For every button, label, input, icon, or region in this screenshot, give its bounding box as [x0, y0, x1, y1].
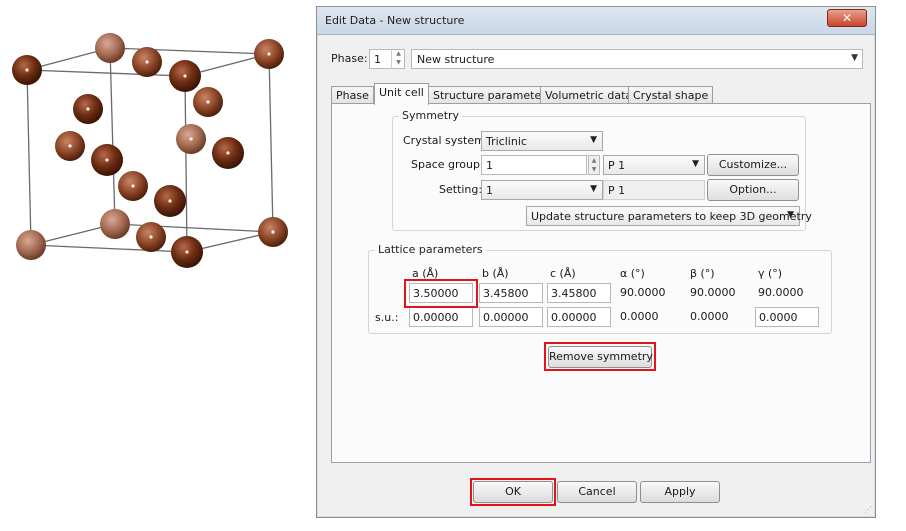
- tab-volumetric-data[interactable]: Volumetric data: [540, 86, 638, 104]
- chevron-down-icon: ▼: [590, 135, 597, 145]
- spin-up-icon[interactable]: ▲: [396, 50, 401, 57]
- tab-unit-cell[interactable]: Unit cell: [374, 83, 429, 105]
- cancel-button[interactable]: Cancel: [557, 481, 637, 503]
- highlight-ok: [470, 478, 556, 506]
- ok-button[interactable]: OK: [473, 481, 553, 503]
- chevron-down-icon: ▼: [787, 210, 794, 220]
- symmetry-group-title: Symmetry: [399, 109, 463, 122]
- chevron-down-icon: ▼: [590, 184, 597, 194]
- lattice-header-alpha: α (°): [620, 267, 645, 280]
- su-beta-value: 0.0000: [690, 310, 729, 323]
- dialog-title: Edit Data - New structure: [325, 14, 465, 27]
- phase-name-value: New structure: [417, 53, 495, 66]
- setting-symbol-display: P 1: [603, 180, 705, 200]
- lattice-beta-value: 90.0000: [690, 286, 736, 299]
- atom: [100, 209, 130, 239]
- space-group-spinner[interactable]: ▲ ▼: [588, 155, 600, 175]
- highlight-remove-symmetry: [544, 342, 656, 371]
- symmetry-group: Symmetry Crystal system: Triclinic ▼ Spa…: [392, 109, 812, 231]
- highlight-lattice-a: [404, 279, 478, 308]
- phase-row: Phase: 1 ▲ ▼ New structure ▼: [331, 49, 863, 69]
- atom-highlights: [25, 52, 275, 254]
- title-bar[interactable]: Edit Data - New structure ✕: [317, 7, 875, 35]
- crystal-system-label: Crystal system:: [403, 134, 489, 147]
- chevron-down-icon: ▼: [851, 53, 858, 63]
- tab-strip: Phase Unit cell Structure parameters Vol…: [331, 83, 871, 105]
- close-button[interactable]: ✕: [827, 9, 867, 27]
- phase-spinner[interactable]: ▲ ▼: [391, 49, 405, 69]
- lattice-alpha-value: 90.0000: [620, 286, 666, 299]
- phase-number-input[interactable]: 1: [369, 49, 405, 69]
- lattice-c-input[interactable]: 3.45800: [547, 283, 611, 303]
- atoms: [12, 33, 288, 268]
- spin-down-icon[interactable]: ▼: [396, 59, 401, 66]
- su-label: s.u.:: [375, 311, 399, 324]
- phase-name-combo[interactable]: New structure ▼: [411, 49, 863, 69]
- lattice-header-b: b (Å): [482, 267, 509, 280]
- lattice-group-title: Lattice parameters: [375, 243, 486, 256]
- phase-label: Phase:: [331, 52, 368, 65]
- lattice-a-input[interactable]: 3.50000: [409, 283, 473, 303]
- lattice-header-c: c (Å): [550, 267, 576, 280]
- unit-cell-panel: Symmetry Crystal system: Triclinic ▼ Spa…: [331, 103, 871, 463]
- tab-structure-parameters[interactable]: Structure parameters: [428, 86, 557, 104]
- lattice-b-input[interactable]: 3.45800: [479, 283, 543, 303]
- spin-up-icon[interactable]: ▲: [591, 157, 597, 164]
- phase-number-value: 1: [374, 53, 381, 66]
- lattice-parameters-group: Lattice parameters a (Å) b (Å) c (Å) α (…: [368, 243, 832, 334]
- lattice-gamma-value: 90.0000: [758, 286, 804, 299]
- atom: [16, 230, 46, 260]
- crystal-structure-illustration: [12, 33, 288, 268]
- setting-combo[interactable]: 1 ▼: [481, 180, 603, 200]
- lattice-header-a: a (Å): [412, 267, 439, 280]
- unit-cell-edges: [26, 47, 274, 253]
- spin-down-icon[interactable]: ▼: [591, 166, 597, 173]
- apply-button[interactable]: Apply: [640, 481, 720, 503]
- customize-button[interactable]: Customize...: [707, 154, 799, 176]
- chevron-down-icon: ▼: [692, 159, 699, 169]
- setting-label: Setting:: [439, 183, 483, 196]
- su-b-input[interactable]: 0.00000: [479, 307, 543, 327]
- edit-data-dialog: Edit Data - New structure ✕ Phase: 1 ▲ ▼…: [316, 6, 876, 518]
- lattice-header-beta: β (°): [690, 267, 715, 280]
- tab-crystal-shape[interactable]: Crystal shape: [628, 86, 714, 104]
- su-gamma-input[interactable]: 0.0000: [755, 307, 819, 327]
- tab-phase[interactable]: Phase: [331, 86, 374, 104]
- lattice-header-gamma: γ (°): [758, 267, 783, 280]
- close-icon: ✕: [841, 11, 853, 25]
- space-group-label: Space group:: [411, 158, 484, 171]
- su-c-input[interactable]: 0.00000: [547, 307, 611, 327]
- su-alpha-value: 0.0000: [620, 310, 659, 323]
- crystal-system-combo[interactable]: Triclinic ▼: [481, 131, 603, 151]
- space-group-symbol-combo[interactable]: P 1 ▼: [603, 155, 705, 175]
- option-button[interactable]: Option...: [707, 179, 799, 201]
- resize-grip-icon[interactable]: ⋰: [864, 505, 872, 514]
- space-group-input[interactable]: 1: [481, 155, 587, 175]
- atom: [95, 33, 125, 63]
- remove-symmetry-button[interactable]: Remove symmetry: [548, 346, 653, 368]
- update-structure-combo[interactable]: Update structure parameters to keep 3D g…: [526, 206, 812, 226]
- su-a-input[interactable]: 0.00000: [409, 307, 473, 327]
